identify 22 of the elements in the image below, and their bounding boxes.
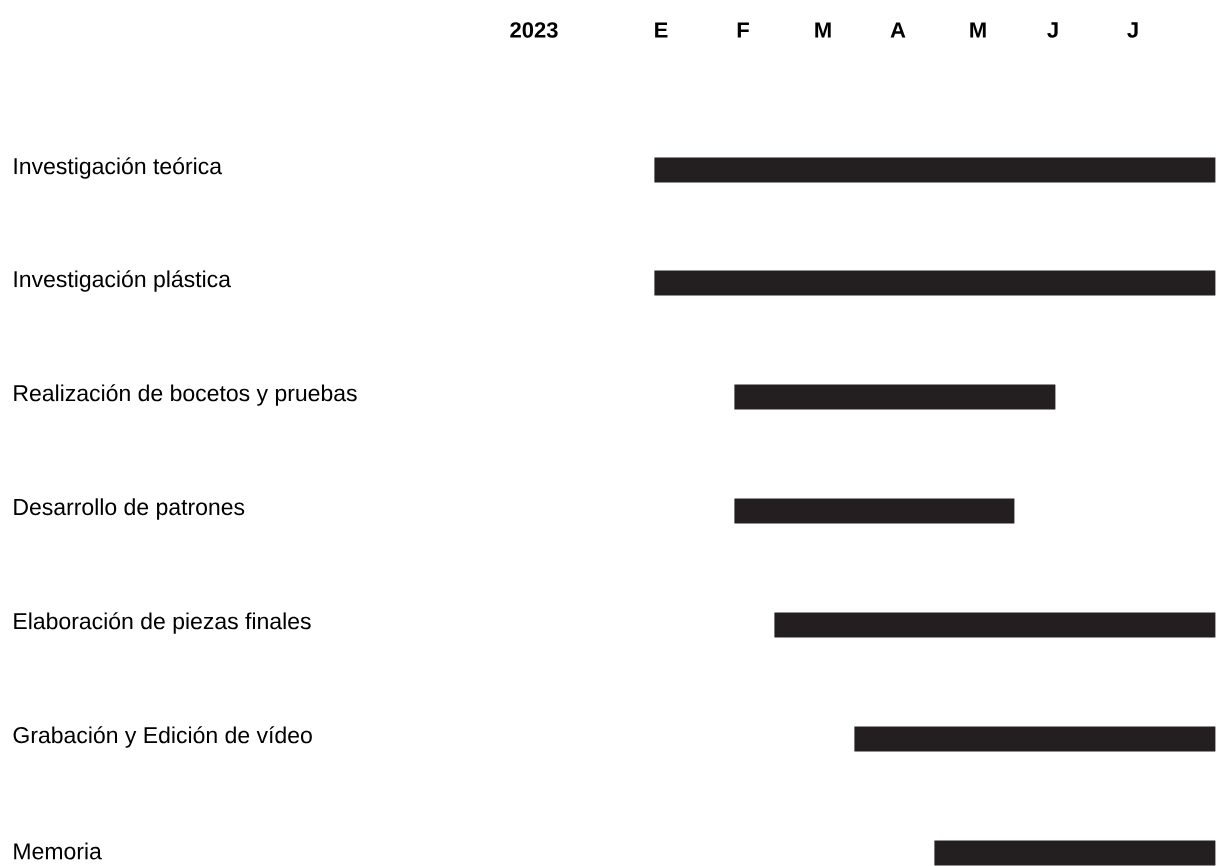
row-label: Elaboración de piezas finales	[14, 612, 311, 634]
row-label: Investigación plástica	[14, 270, 231, 292]
month-label: E	[655, 22, 668, 38]
gantt-bar	[854, 726, 1216, 752]
row-label: Grabación y Edición de vídeo	[13, 726, 312, 748]
row-label: Memoria	[14, 842, 102, 860]
month-label: M	[815, 22, 831, 38]
gantt-bar	[734, 384, 1056, 410]
month-label: J	[1127, 22, 1138, 38]
month-label: M	[970, 22, 986, 38]
row-label: Investigación teórica	[14, 157, 223, 179]
gantt-bar	[774, 612, 1216, 638]
month-label: A	[890, 22, 906, 38]
gantt-bar	[934, 840, 1216, 866]
month-label: J	[1047, 22, 1058, 38]
month-label: F	[737, 22, 749, 38]
row-label: Desarrollo de patrones	[14, 498, 245, 520]
row-label: Realización de bocetos y pruebas	[14, 384, 357, 406]
gantt-bar	[734, 498, 1015, 524]
year-label: 2023	[510, 22, 558, 38]
gantt-bar	[654, 270, 1216, 296]
gantt-bar	[654, 157, 1216, 183]
